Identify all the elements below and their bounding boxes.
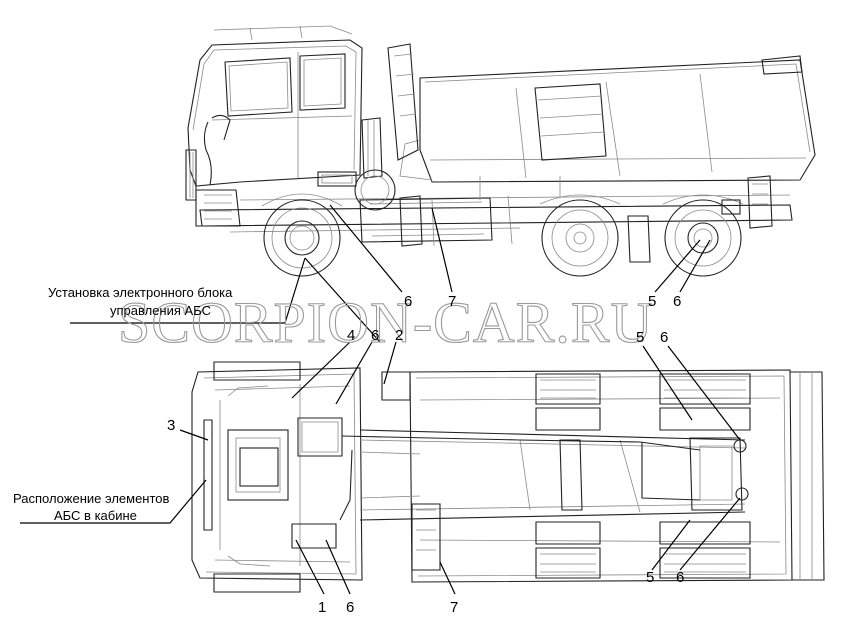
callout-top-2: 2 [395,327,403,344]
callout-top-3: 3 [167,417,175,434]
rear-wheels-side [539,194,744,277]
watermark: SCORPION-CAR.RU [118,290,654,355]
tires-top [213,361,751,593]
callout-bottom-1: 1 [318,599,326,616]
callout-bottom-5: 5 [646,569,654,586]
cab-caption-line1: Расположение элементов [13,491,170,506]
callout-bottom-7: 7 [450,599,458,616]
ecu-caption-line2: управления АБС [110,303,211,318]
callout-top-6: 6 [371,327,379,344]
callout-bottom-rear-6: 6 [676,569,684,586]
callout-side-rear-6: 6 [673,293,681,310]
callout-bottom-6: 6 [346,599,354,616]
dump-body-side [387,43,816,183]
truck-side-view [185,25,816,277]
cab-side [185,25,363,227]
callout-top-4: 4 [347,327,355,344]
leader-lines [20,204,741,595]
callout-side-6: 6 [404,293,412,310]
ecu-caption-line1: Установка электронного блока [48,285,233,300]
callout-top-rear-5: 5 [636,329,644,346]
truck-top-view [191,361,825,593]
callout-side-rear-5: 5 [648,293,656,310]
cab-caption-line2: АБС в кабине [54,508,137,523]
callout-side-7: 7 [448,293,456,310]
front-wheel-side [261,193,343,277]
callout-top-rear-6: 6 [660,329,668,346]
